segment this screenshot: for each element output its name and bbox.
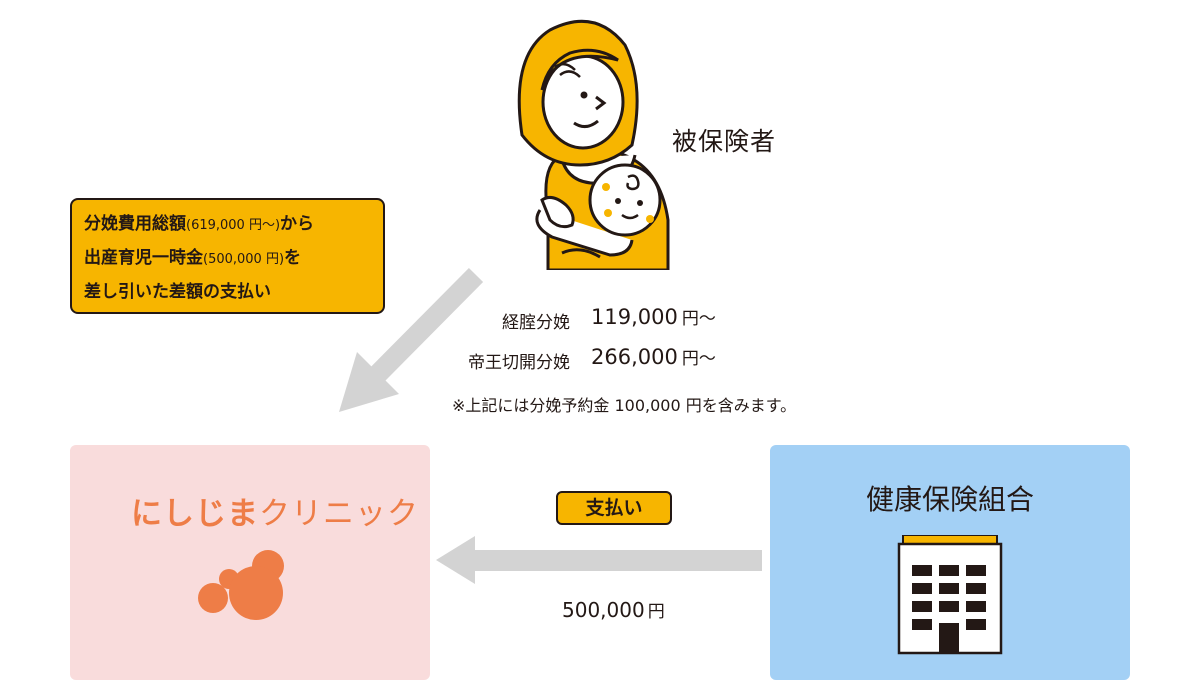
clinic-box bbox=[70, 445, 430, 680]
mother-baby-illustration bbox=[517, 19, 670, 270]
callout-line-2-main: 出産育児一時金 bbox=[84, 248, 203, 268]
self-payment-callout: 分娩費用総額(619,000 円〜)から 出産育児一時金(500,000 円)を… bbox=[70, 198, 385, 314]
callout-line-2-tail: を bbox=[284, 248, 302, 268]
fee-unit-vaginal: 円〜 bbox=[681, 309, 716, 329]
callout-line-1: 分娩費用総額(619,000 円〜)から bbox=[84, 208, 373, 242]
insured-label: 被保険者 bbox=[672, 127, 777, 156]
fee-amount-cesarean: 266,000 bbox=[591, 345, 678, 369]
deposit-note: ※上記には分娩予約金 100,000 円を含みます。 bbox=[452, 396, 797, 415]
callout-line-2-amount: (500,000 円) bbox=[203, 252, 285, 267]
clinic-name-katakana: クリニック bbox=[259, 496, 419, 532]
callout-line-1-amount: (619,000 円〜) bbox=[186, 218, 281, 233]
clinic-name: にしじまクリニック bbox=[131, 488, 419, 533]
building-icon bbox=[897, 535, 1003, 655]
arrow-union-to-clinic bbox=[436, 536, 762, 584]
arrow-insured-to-clinic bbox=[339, 267, 484, 412]
callout-line-2: 出産育児一時金(500,000 円)を bbox=[84, 242, 373, 276]
fee-amount-vaginal: 119,000 bbox=[591, 305, 678, 329]
callout-line-3: 差し引いた差額の支払い bbox=[84, 282, 271, 302]
payment-badge: 支払い bbox=[556, 491, 672, 525]
payment-amount-unit: 円 bbox=[647, 602, 665, 622]
payment-amount-value: 500,000 bbox=[562, 598, 645, 622]
fee-label-cesarean: 帝王切開分娩 bbox=[468, 353, 570, 373]
clinic-logo-icon bbox=[198, 550, 284, 620]
callout-line-1-tail: から bbox=[280, 214, 315, 234]
fee-label-vaginal: 経腟分娩 bbox=[502, 313, 570, 333]
fee-unit-cesarean: 円〜 bbox=[681, 349, 716, 369]
callout-line-1-main: 分娩費用総額 bbox=[84, 214, 186, 234]
union-label: 健康保険組合 bbox=[865, 483, 1034, 516]
clinic-name-hiragana: にしじま bbox=[131, 496, 259, 532]
